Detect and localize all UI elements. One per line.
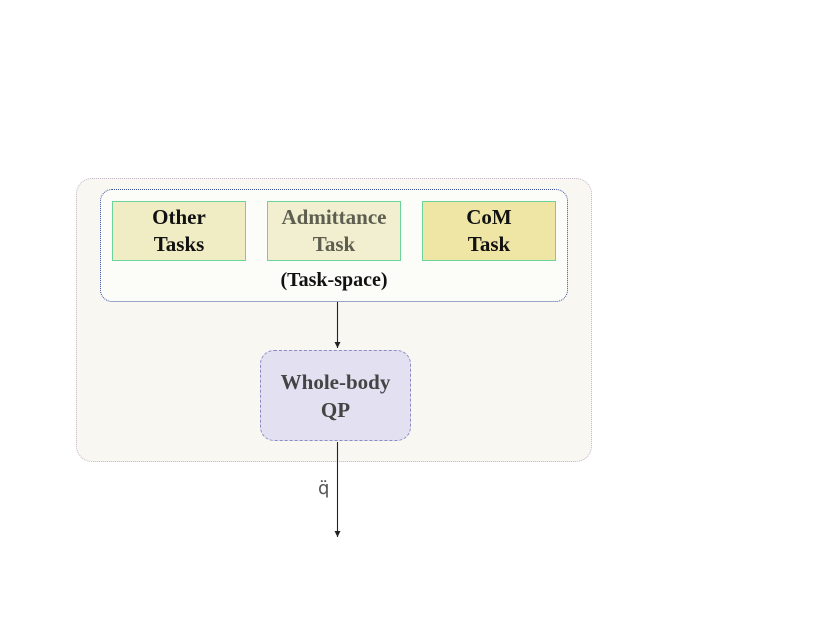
other-tasks-line2: Tasks — [153, 232, 205, 256]
other-tasks-line1: Other — [152, 205, 206, 229]
com-task-line2: Task — [467, 232, 511, 256]
qp-line2: QP — [320, 397, 351, 422]
admittance-task-line1: Admittance — [281, 205, 387, 229]
whole-body-qp-box: Whole-body QP — [260, 350, 411, 441]
qp-line1: Whole-body — [280, 369, 391, 394]
admittance-task-line2: Task — [312, 232, 356, 256]
com-task-line1: CoM — [466, 205, 512, 229]
com-task-box: CoM Task — [422, 201, 556, 261]
other-tasks-box: Other Tasks — [112, 201, 246, 261]
admittance-task-box: Admittance Task — [267, 201, 401, 261]
output-label: q̈ — [318, 478, 330, 499]
task-space-label: (Task-space) — [280, 269, 388, 291]
